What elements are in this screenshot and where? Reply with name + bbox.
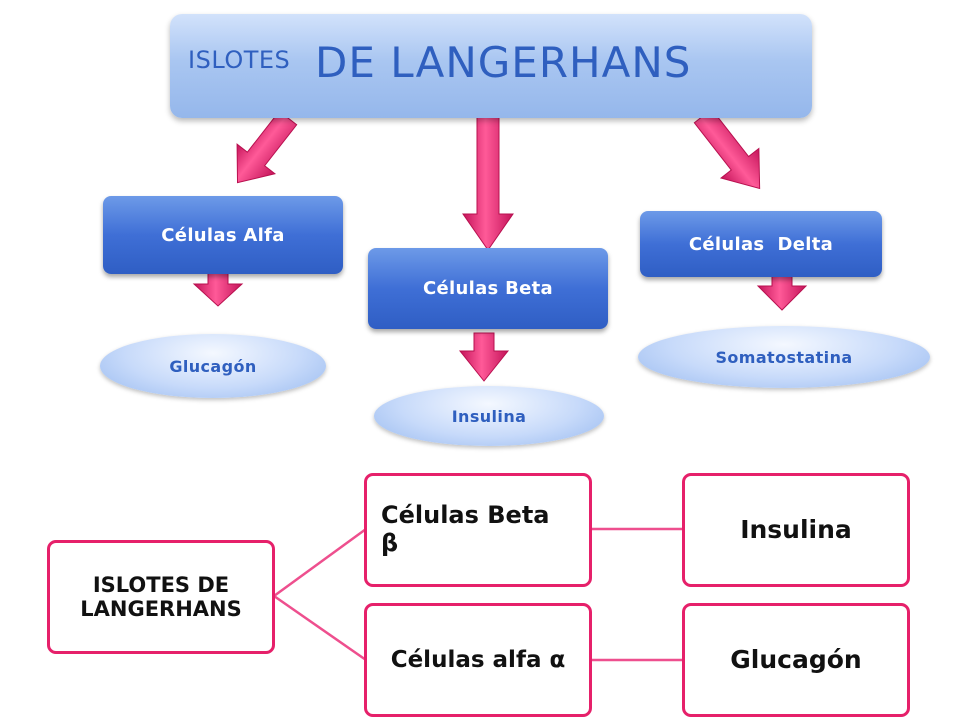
cell-box-delta: Células Delta	[640, 211, 882, 277]
connector-root-beta	[273, 527, 367, 598]
hierarchy-glucagon-label: Glucagón	[730, 644, 862, 674]
hierarchy-alfa-label: Células alfa α	[390, 646, 566, 673]
arrow-beta-insulina	[458, 332, 510, 382]
hierarchy-glucagon-box: Glucagón	[682, 603, 910, 717]
cell-label-delta: Células Delta	[688, 233, 834, 255]
hormone-oval-insulina: Insulina	[374, 386, 604, 446]
title-big-text: DE LANGERHANS	[315, 38, 692, 87]
hormone-label-glucagon: Glucagón	[169, 356, 257, 376]
arrow-to-alfa	[236, 110, 298, 184]
hierarchy-insulina-label: Insulina	[740, 514, 852, 544]
hormone-label-somatostatina: Somatostatina	[715, 347, 853, 367]
arrow-to-beta	[462, 111, 514, 251]
hierarchy-beta-box: Células Beta β	[364, 473, 592, 587]
hormone-oval-glucagon: Glucagón	[100, 334, 326, 398]
title-small-text: ISLOTES	[188, 46, 291, 74]
cell-box-beta: Células Beta	[368, 248, 608, 329]
hierarchy-root-box: ISLOTES DE LANGERHANS	[47, 540, 275, 654]
title-banner: ISLOTES DE LANGERHANS	[170, 14, 812, 118]
hierarchy-root-label: ISLOTES DE LANGERHANS	[80, 572, 242, 621]
hierarchy-insulina-box: Insulina	[682, 473, 910, 587]
hierarchy-beta-label: Células Beta β	[381, 501, 550, 557]
cell-label-alfa: Células Alfa	[161, 224, 285, 246]
hierarchy-alfa-box: Células alfa α	[364, 603, 592, 717]
cell-box-alfa: Células Alfa	[103, 196, 343, 274]
hormone-oval-somatostatina: Somatostatina	[638, 326, 930, 388]
arrow-delta-somatostatina	[756, 271, 808, 311]
hormone-label-insulina: Insulina	[451, 406, 527, 426]
connector-root-alfa	[273, 594, 367, 662]
cell-label-beta: Células Beta	[423, 278, 553, 299]
